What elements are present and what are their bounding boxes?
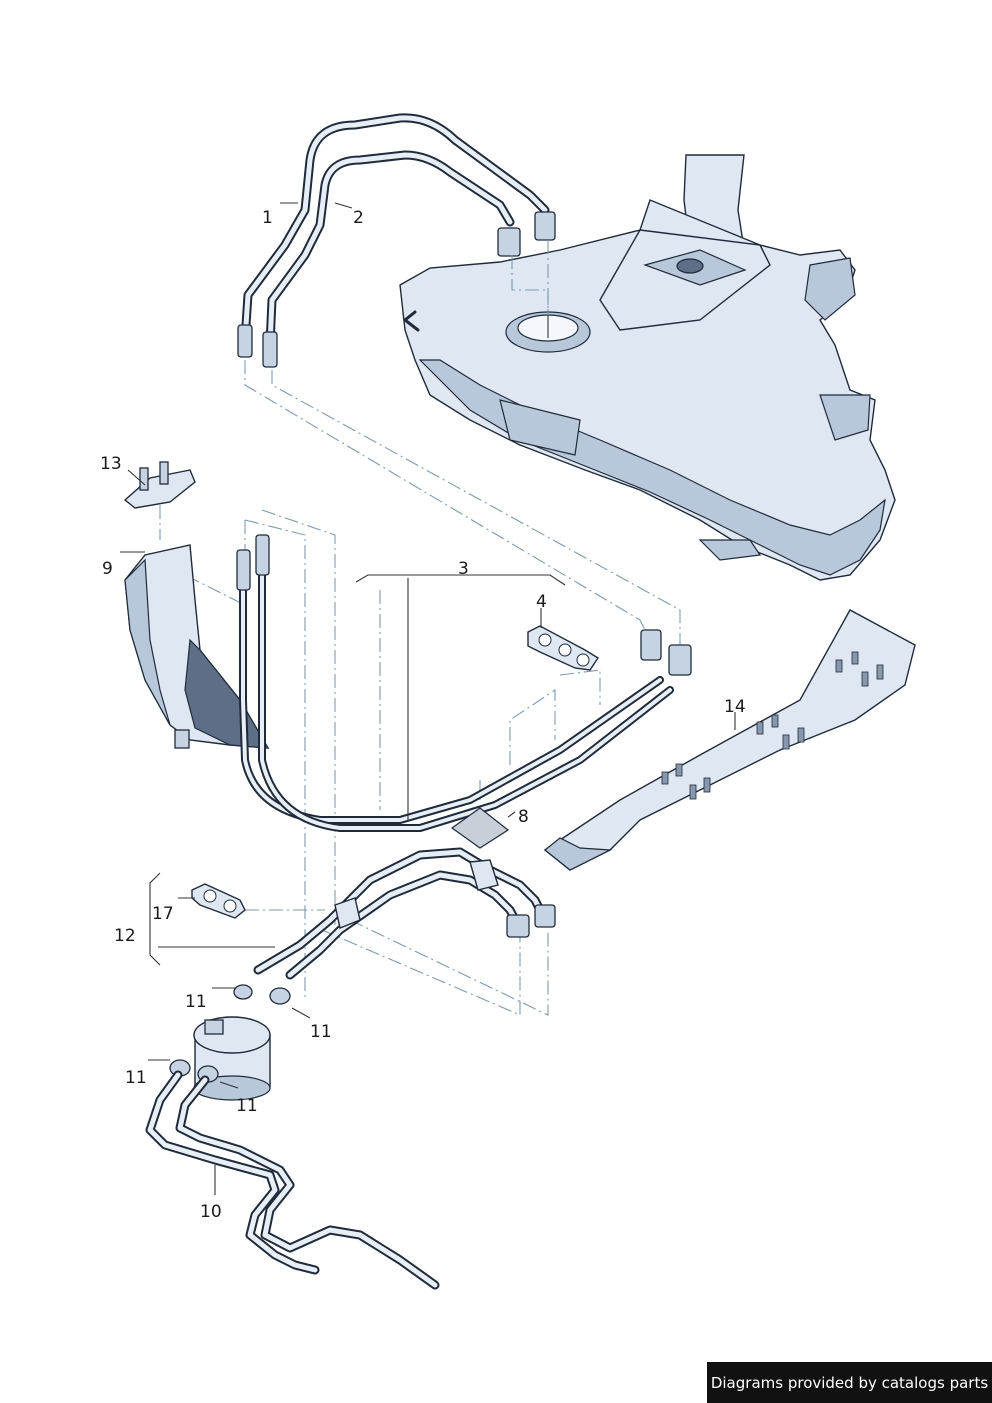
label-part-11d: 11 — [236, 1096, 258, 1116]
label-part-17: 17 — [152, 904, 174, 924]
leader-lines — [120, 202, 736, 1195]
label-part-3: 3 — [458, 559, 469, 579]
reference-lines — [159, 240, 681, 1016]
hose-10 — [145, 1070, 440, 1290]
bracket-13 — [123, 461, 196, 509]
label-part-11a: 11 — [185, 992, 207, 1012]
label-part-1: 1 — [262, 208, 273, 228]
clip-17 — [191, 883, 246, 919]
label-part-11b: 11 — [310, 1022, 332, 1042]
label-part-4: 4 — [536, 592, 547, 612]
label-part-2: 2 — [353, 208, 364, 228]
label-part-12: 12 — [114, 926, 136, 946]
fuel-filter — [193, 1016, 271, 1101]
clip-4 — [527, 625, 599, 671]
label-part-11c: 11 — [125, 1068, 147, 1088]
underbody-cover-14 — [543, 609, 916, 871]
credit-banner: Diagrams provided by catalogs parts — [707, 1362, 992, 1403]
label-part-9: 9 — [102, 559, 113, 579]
label-part-10: 10 — [200, 1202, 222, 1222]
label-part-14: 14 — [724, 697, 746, 717]
fuel-tank — [399, 154, 896, 581]
fuel-line-3 — [236, 534, 692, 832]
fuel-line-2 — [262, 150, 521, 368]
part-labels: 1 2 3 4 8 9 10 11 11 11 11 12 13 14 17 — [100, 208, 746, 1222]
fuel-line-1 — [237, 113, 556, 358]
label-part-13: 13 — [100, 454, 122, 474]
lower-fuel-lines — [253, 847, 556, 980]
pad-8 — [450, 807, 510, 849]
label-part-8: 8 — [518, 807, 529, 827]
